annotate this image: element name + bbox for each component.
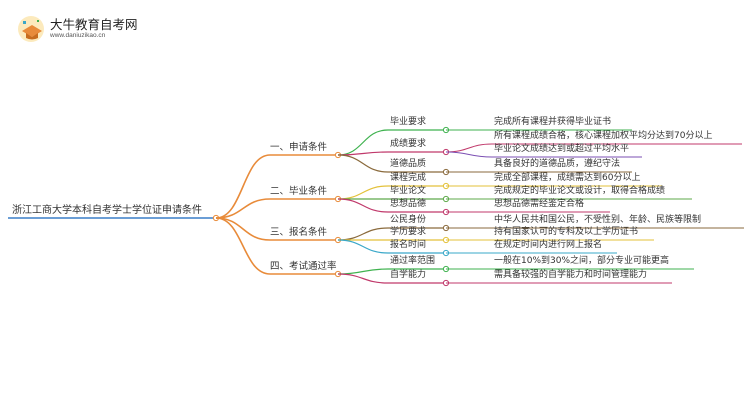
branch-node: 三、报名条件 [270, 227, 328, 238]
branch-connector [215, 217, 271, 241]
leaf-node: 具备良好的道德品质，遵纪守法 [494, 159, 621, 169]
root-node: 浙江工商大学本科自考学士学位证申请条件 [12, 205, 202, 216]
sub-connector [337, 129, 389, 156]
sub-node: 毕业论文 [390, 186, 427, 196]
sub-node: 公民身份 [390, 215, 427, 225]
branch-connector [215, 198, 271, 219]
leaf-node: 毕业论文成绩达到或超过平均水平 [494, 144, 630, 154]
sub-connector [337, 239, 389, 254]
sub-node: 自学能力 [390, 270, 427, 280]
sub-node: 毕业要求 [390, 117, 427, 127]
sub-node: 道德品质 [390, 159, 427, 169]
leaf-node: 完成规定的毕业论文或设计，取得合格成绩 [494, 186, 666, 196]
sub-node: 报名时间 [390, 240, 427, 250]
brand-logo: 大牛教育自考网 www.daniuzikao.cn [16, 12, 156, 48]
leaf-connector [445, 151, 493, 158]
sub-connector [337, 198, 389, 213]
sub-node: 通过率范围 [390, 256, 436, 266]
leaf-node: 所有课程成绩合格，核心课程加权平均分达到70分以上 [494, 131, 713, 141]
branch-node: 四、考试通过率 [270, 261, 337, 272]
sub-connector [337, 268, 389, 275]
leaf-node: 在规定时间内进行网上报名 [494, 240, 603, 250]
sub-connector [337, 185, 389, 200]
leaf-node: 思想品德需经鉴定合格 [494, 199, 585, 209]
sub-node: 成绩要求 [390, 139, 427, 149]
leaf-node: 完成全部课程，成绩需达到60分以上 [494, 173, 641, 183]
branch-node: 二、毕业条件 [270, 186, 328, 197]
sub-connector [337, 151, 389, 156]
branch-connector [215, 217, 271, 275]
leaf-node: 持有国家认可的专科及以上学历证书 [494, 227, 639, 237]
sub-node: 课程完成 [390, 173, 427, 183]
sub-connector [337, 273, 389, 284]
brand-url: www.daniuzikao.cn [50, 32, 106, 39]
leaf-node: 中华人民共和国公民，不受性别、年龄、民族等限制 [494, 215, 702, 225]
leaf-node: 需具备较强的自学能力和时间管理能力 [494, 270, 648, 280]
leaf-connector [445, 143, 493, 153]
branch-node: 一、申请条件 [270, 142, 328, 153]
sub-connector [337, 227, 389, 241]
leaf-node: 一般在10%到30%之间，部分专业可能更高 [494, 256, 670, 266]
branch-connector [215, 154, 271, 219]
brand-title: 大牛教育自考网 [50, 17, 138, 32]
sub-node: 思想品德 [390, 199, 427, 209]
graduation-cap-icon [18, 16, 44, 42]
sub-node: 学历要求 [390, 227, 427, 237]
leaf-node: 完成所有课程并获得毕业证书 [494, 117, 612, 127]
sub-connector [337, 154, 389, 173]
